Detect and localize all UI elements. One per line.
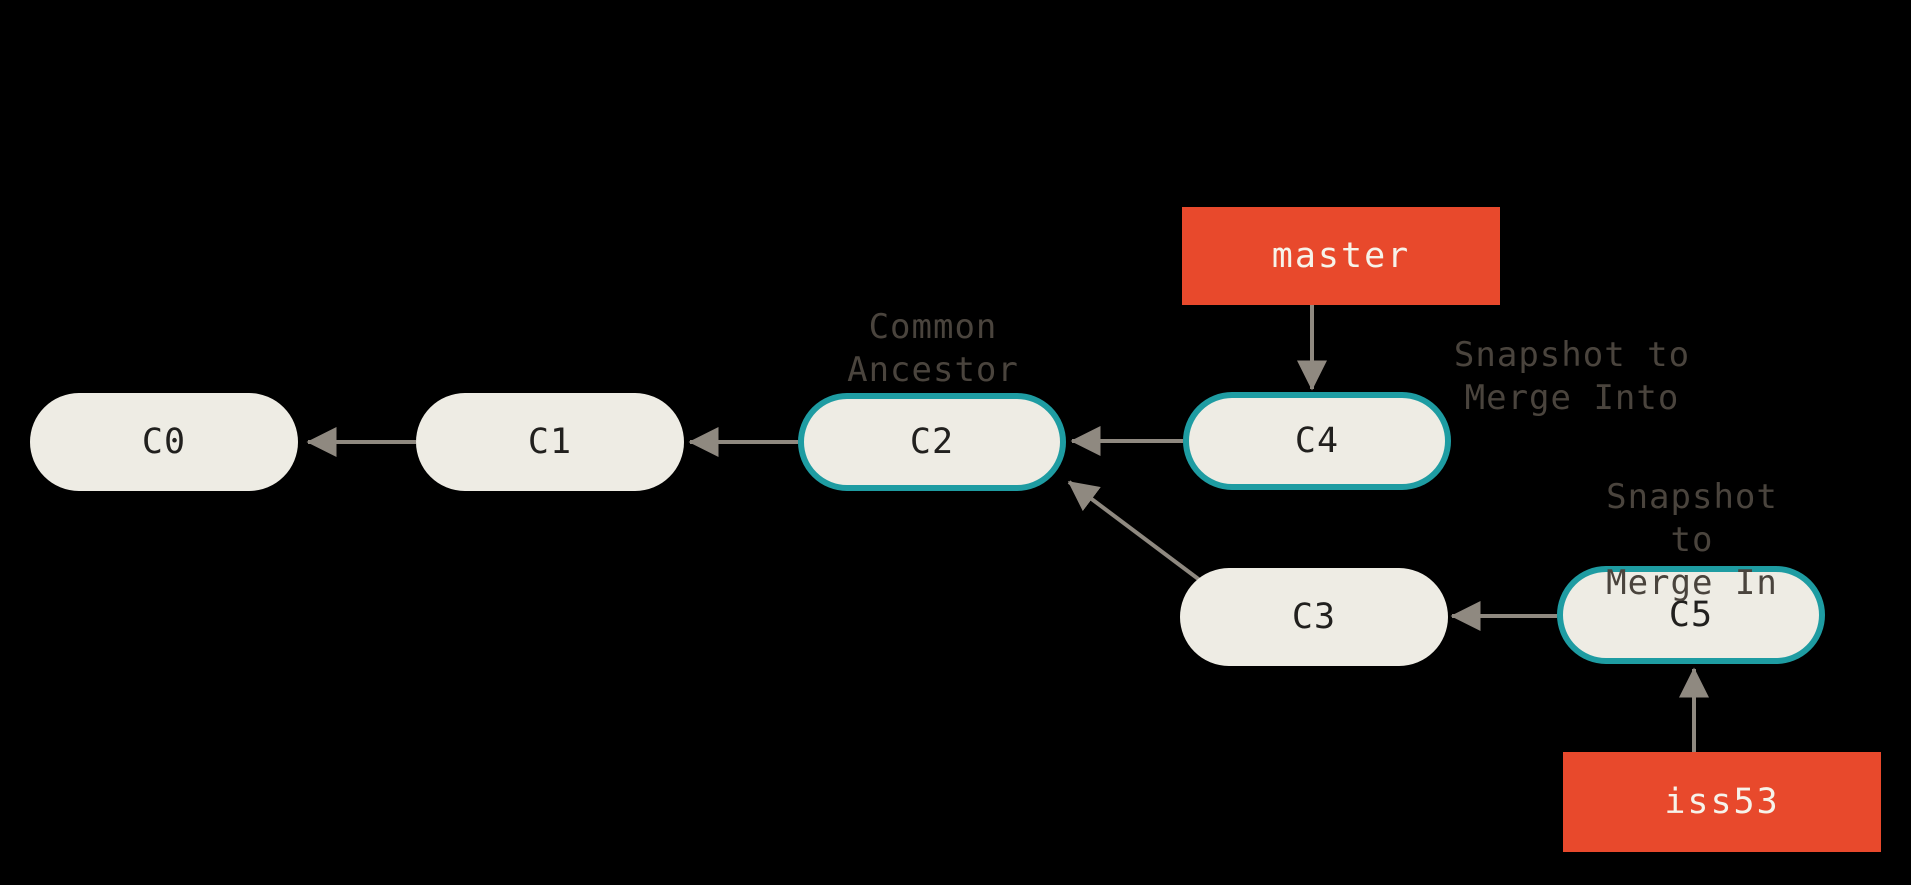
annotation-common-ancestor: Common Ancestor <box>847 307 1019 390</box>
branch-box-iss53: iss53 <box>1563 752 1881 852</box>
commit-label-c0: C0 <box>141 422 187 462</box>
branch-label-master: master <box>1271 236 1411 276</box>
commit-node-c1: C1 <box>416 393 684 491</box>
commit-label-c4: C4 <box>1294 421 1340 461</box>
commit-label-c3: C3 <box>1291 597 1337 637</box>
commit-node-c3: C3 <box>1180 568 1448 666</box>
branch-label-iss53: iss53 <box>1664 782 1780 822</box>
commit-node-c2: C2 <box>798 393 1066 491</box>
commit-label-c5: C5 <box>1668 595 1714 635</box>
branch-box-master: master <box>1182 207 1500 305</box>
commit-label-c1: C1 <box>527 422 573 462</box>
commit-node-c0: C0 <box>30 393 298 491</box>
annotation-snapshot-to-merge-into: Snapshot to Merge Into <box>1453 335 1691 418</box>
annotation-snapshot-to-merge-in: Snapshot to Merge In <box>1606 477 1778 603</box>
commit-node-c4: C4 <box>1183 392 1451 490</box>
edge-c3-to-c2 <box>1067 480 1215 592</box>
commit-node-c5: C5 <box>1557 566 1825 664</box>
commit-label-c2: C2 <box>909 422 955 462</box>
